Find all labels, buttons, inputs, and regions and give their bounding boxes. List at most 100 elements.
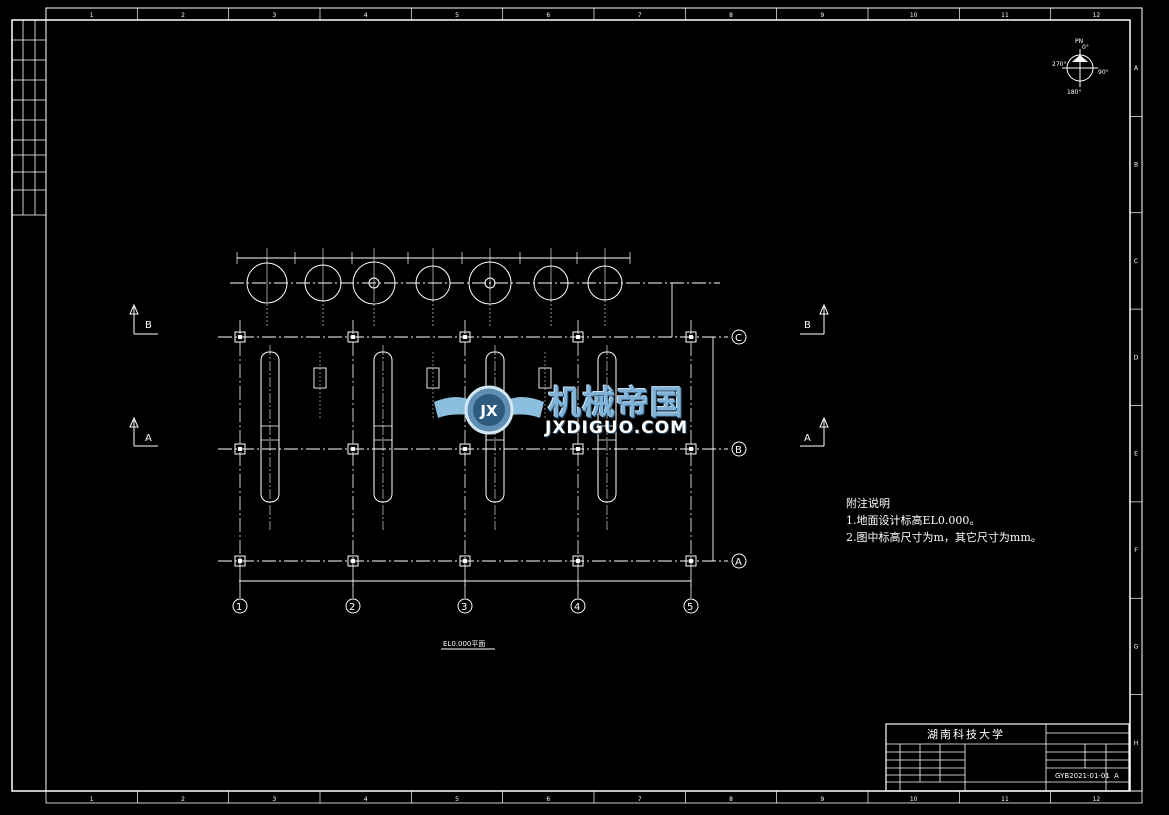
frame-row-label: F — [1134, 547, 1138, 554]
compass-north-arrow: PN 0° 90° 180° 270° — [1052, 38, 1109, 96]
column-core — [351, 447, 355, 451]
frame-col-label: 10 — [910, 12, 918, 19]
axis-letter: C — [735, 333, 742, 344]
column-marker — [685, 443, 697, 455]
frame-col-label: 6 — [546, 796, 550, 803]
frame-col-label: 12 — [1093, 796, 1101, 803]
compass-label-e: 90° — [1098, 69, 1109, 76]
column-core — [576, 335, 580, 339]
frame-col-label: 6 — [546, 12, 550, 19]
frame-col-label: 2 — [181, 12, 185, 19]
plan-caption: EL0.000平面 — [443, 640, 485, 648]
frame-col-label: 7 — [638, 796, 642, 803]
drawing-number: GYB2021-01-01 — [1055, 772, 1110, 780]
column-core — [689, 447, 693, 451]
title-block — [885, 723, 1130, 792]
watermark-cn: 机械帝国 — [548, 383, 684, 422]
section-marks — [129, 303, 829, 447]
column-marker — [234, 331, 246, 343]
axis-number: 4 — [574, 602, 580, 613]
notes-heading: 附注说明 — [846, 497, 890, 510]
frame-col-label: 4 — [364, 12, 368, 19]
column-core — [238, 447, 242, 451]
compass-label-north: PN — [1075, 38, 1083, 45]
frame-row-label: E — [1134, 451, 1138, 458]
column-core — [463, 335, 467, 339]
school-name: 湖南科技大学 — [927, 728, 1005, 741]
frame-col-label: 5 — [455, 12, 459, 19]
column-marker — [685, 331, 697, 343]
plan-elements — [234, 248, 697, 598]
column-marker — [347, 443, 359, 455]
frame-col-label: 2 — [181, 796, 185, 803]
frame-col-label: 7 — [638, 12, 642, 19]
axis-number: 1 — [236, 602, 242, 613]
column-marker — [459, 331, 471, 343]
frame-col-label: 3 — [272, 796, 276, 803]
frame-row-label: C — [1134, 258, 1138, 265]
frame-col-label: 8 — [729, 12, 733, 19]
column-core — [576, 447, 580, 451]
note-item: 1.地面设计标高EL0.000。 — [846, 514, 981, 527]
column-marker — [234, 443, 246, 455]
column-marker — [347, 331, 359, 343]
watermark-logo-icon: JX — [434, 385, 544, 435]
column-core — [351, 559, 355, 563]
compass-label-n: 0° — [1082, 44, 1089, 51]
bottom-zone-strip — [45, 790, 1143, 804]
column-marker — [572, 443, 584, 455]
column-core — [238, 335, 242, 339]
column-core — [463, 447, 467, 451]
frame-col-label: 5 — [455, 796, 459, 803]
section-mark-label: A — [804, 433, 811, 444]
frame-col-label: 1 — [90, 12, 94, 19]
frame-row-label: H — [1134, 740, 1139, 747]
axis-letter: A — [735, 557, 742, 568]
column-marker — [459, 443, 471, 455]
column-marker — [572, 331, 584, 343]
axis-bubbles — [232, 329, 747, 614]
frame-row-label: A — [1134, 65, 1139, 72]
frame-col-label: 10 — [910, 796, 918, 803]
frame-col-label: 9 — [820, 12, 824, 19]
note-item: 2.图中标高尺寸为m，其它尺寸为mm。 — [846, 531, 1042, 544]
frame-col-label: 3 — [272, 12, 276, 19]
column-core — [576, 559, 580, 563]
frame-row-label: D — [1134, 354, 1139, 361]
axis-number: 5 — [687, 602, 693, 613]
notes-block: 附注说明 1.地面设计标高EL0.000。 2.图中标高尺寸为m，其它尺寸为mm… — [846, 495, 1042, 546]
section-mark-label: B — [804, 320, 811, 331]
column-core — [463, 559, 467, 563]
frame-col-label: 8 — [729, 796, 733, 803]
axis-letter: B — [735, 445, 742, 456]
frame-col-label: 9 — [820, 796, 824, 803]
compass-label-w: 270° — [1052, 61, 1066, 68]
watermark-logo-letters: JX — [479, 402, 498, 420]
drawing-revision: A — [1114, 772, 1119, 780]
column-core — [238, 559, 242, 563]
column-core — [689, 335, 693, 339]
section-mark-label: A — [145, 433, 152, 444]
frame-col-label: 12 — [1093, 12, 1101, 19]
column-marker — [572, 555, 584, 567]
frame-col-label: 11 — [1001, 12, 1009, 19]
section-mark-label: B — [145, 320, 152, 331]
axis-number: 3 — [461, 602, 467, 613]
column-marker — [685, 555, 697, 567]
watermark-en: JXDIGUO.COM — [545, 418, 689, 438]
column-core — [689, 559, 693, 563]
watermark: JX 机械帝国 JXDIGUO.COM — [430, 372, 740, 448]
binding-table — [11, 19, 47, 216]
column-marker — [459, 555, 471, 567]
frame-col-label: 4 — [364, 796, 368, 803]
axis-number: 2 — [349, 602, 355, 613]
frame-row-label: B — [1134, 162, 1138, 169]
frame-col-label: 1 — [90, 796, 94, 803]
frame-col-label: 11 — [1001, 796, 1009, 803]
column-core — [351, 335, 355, 339]
column-marker — [234, 555, 246, 567]
frame-row-label: G — [1134, 643, 1139, 650]
column-marker — [347, 555, 359, 567]
